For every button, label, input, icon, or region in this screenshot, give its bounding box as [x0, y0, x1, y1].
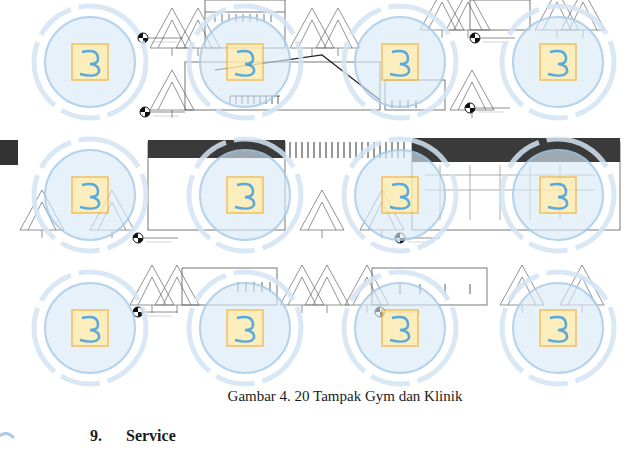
section-heading: 9.: [90, 427, 102, 445]
section-heading: Service: [126, 427, 176, 445]
figure-caption: Gambar 4. 20 Tampak Gym dan Klinik: [228, 388, 463, 405]
